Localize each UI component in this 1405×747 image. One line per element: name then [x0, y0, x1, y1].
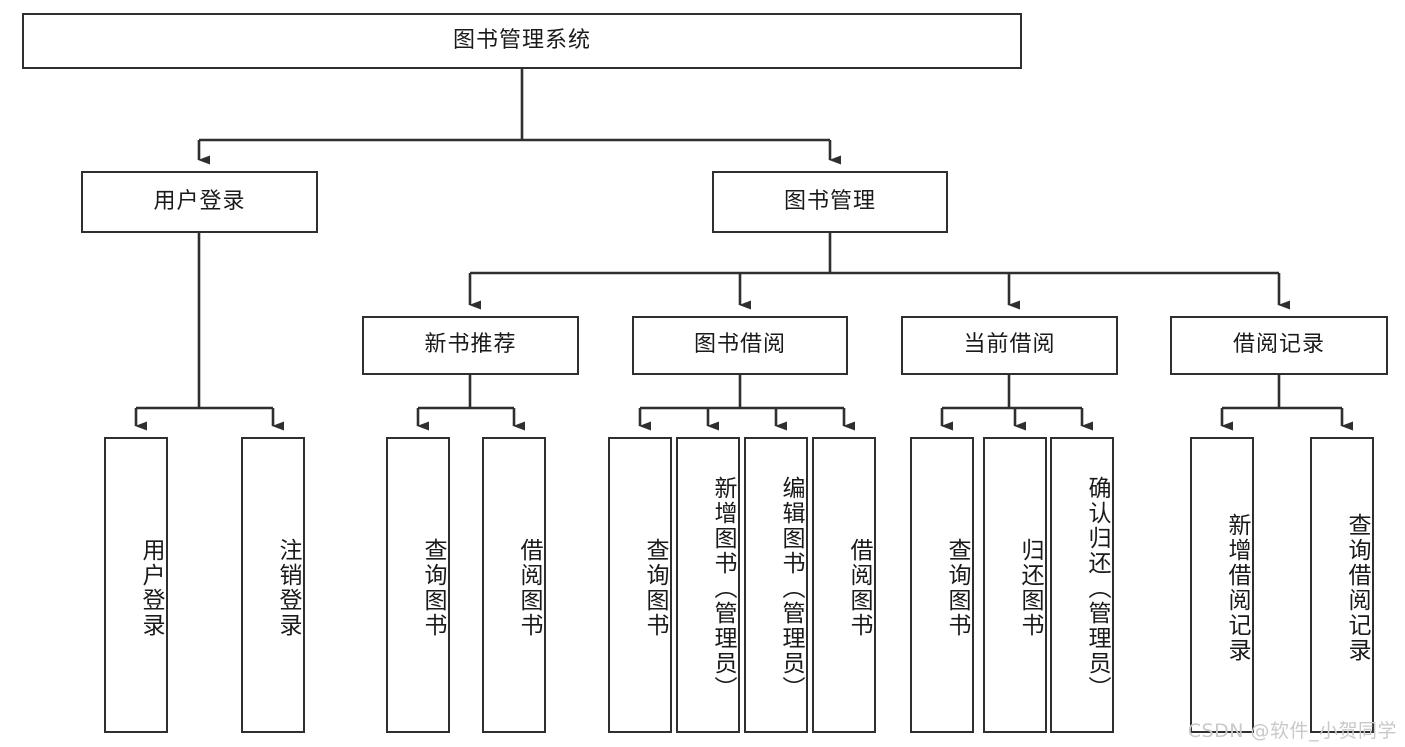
- node-new-book-recommend-label: 新书推荐: [424, 332, 517, 358]
- node-book-management[interactable]: 图书管理: [712, 171, 948, 233]
- node-root-label: 图书管理系统: [452, 27, 591, 53]
- leaf-user-login[interactable]: 用户登录: [104, 437, 168, 733]
- leaf-label: 借阅图书: [516, 538, 542, 638]
- leaf-label: 确认归还（管理员）: [1084, 475, 1110, 701]
- leaf-label: 借阅图书: [846, 538, 872, 638]
- leaf-label: 新增图书（管理员）: [710, 475, 736, 701]
- node-root[interactable]: 图书管理系统: [22, 13, 1022, 69]
- leaf-edit-book-admin[interactable]: 编辑图书（管理员）: [744, 437, 808, 733]
- leaf-label: 归还图书: [1017, 538, 1043, 638]
- leaf-logout[interactable]: 注销登录: [241, 437, 305, 733]
- watermark: CSDN @软件_小贺同学: [1187, 720, 1397, 742]
- leaf-borrow-book-rec[interactable]: 借阅图书: [482, 437, 546, 733]
- leaf-query-book-borrow[interactable]: 查询图书: [608, 437, 672, 733]
- leaf-add-book-admin[interactable]: 新增图书（管理员）: [676, 437, 740, 733]
- leaf-label: 查询图书: [642, 538, 668, 638]
- node-user-login[interactable]: 用户登录: [81, 171, 318, 233]
- node-borrow-record-label: 借阅记录: [1232, 332, 1325, 358]
- node-borrow-record[interactable]: 借阅记录: [1170, 316, 1388, 375]
- node-user-login-label: 用户登录: [153, 188, 246, 214]
- leaf-label: 新增借阅记录: [1224, 513, 1250, 663]
- leaf-query-book-current[interactable]: 查询图书: [910, 437, 974, 733]
- leaf-label: 注销登录: [275, 538, 301, 638]
- leaf-query-borrow-record[interactable]: 查询借阅记录: [1310, 437, 1374, 733]
- leaf-borrow-book[interactable]: 借阅图书: [812, 437, 876, 733]
- leaf-label: 用户登录: [138, 538, 164, 638]
- node-book-management-label: 图书管理: [783, 188, 876, 214]
- leaf-label: 编辑图书（管理员）: [778, 475, 804, 701]
- leaf-label: 查询图书: [944, 538, 970, 638]
- node-new-book-recommend[interactable]: 新书推荐: [362, 316, 579, 375]
- leaf-add-borrow-record[interactable]: 新增借阅记录: [1190, 437, 1254, 733]
- leaf-query-book-rec[interactable]: 查询图书: [386, 437, 450, 733]
- leaf-label: 查询借阅记录: [1344, 513, 1370, 663]
- leaf-return-book[interactable]: 归还图书: [983, 437, 1047, 733]
- leaf-confirm-return-admin[interactable]: 确认归还（管理员）: [1050, 437, 1114, 733]
- node-current-borrow[interactable]: 当前借阅: [901, 316, 1118, 375]
- node-current-borrow-label: 当前借阅: [963, 332, 1056, 358]
- node-book-borrow-label: 图书借阅: [693, 332, 786, 358]
- leaf-label: 查询图书: [420, 538, 446, 638]
- node-book-borrow[interactable]: 图书借阅: [632, 316, 848, 375]
